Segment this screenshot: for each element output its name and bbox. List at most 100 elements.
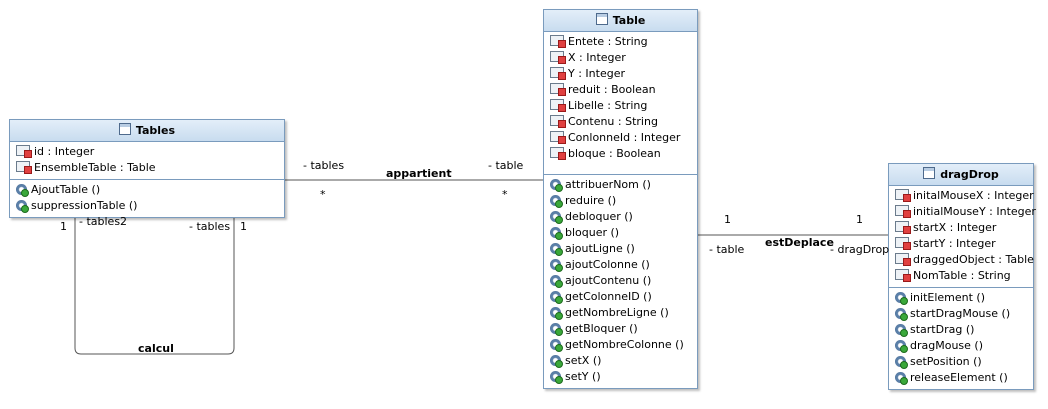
attribute-row[interactable]: EnsembleTable : Table [10,160,284,176]
operation-label: releaseElement () [910,371,1008,384]
operation-label: getNombreColonne () [565,338,684,351]
operation-row[interactable]: releaseElement () [889,370,1033,386]
attribute-row[interactable]: initalMouseX : Integer [889,188,1034,204]
class-tables[interactable]: Tables id : Integer EnsembleTable : Tabl… [9,119,285,218]
operation-row[interactable]: reduire () [544,193,697,209]
calcul-role-right: - tables [189,220,231,233]
estdeplace-name: estDeplace [765,236,834,249]
class-icon [118,123,131,135]
operation-row[interactable]: ajoutContenu () [544,273,697,289]
attribute-label: Libelle : String [568,99,648,112]
appartient-mult-left: * [320,188,326,201]
public-operation-icon [550,195,563,208]
operation-row[interactable]: getNombreLigne () [544,305,697,321]
attribute-label: EnsembleTable : Table [34,161,156,174]
public-operation-icon [550,323,563,336]
operation-row[interactable]: getNombreColonne () [544,337,697,353]
attribute-row[interactable]: ConlonneId : Integer [544,130,697,146]
operation-row[interactable]: ajoutColonne () [544,257,697,273]
public-operation-icon [895,340,908,353]
attribute-row[interactable]: reduit : Boolean [544,82,697,98]
public-operation-icon [550,259,563,272]
operation-label: setPosition () [910,355,982,368]
public-operation-icon [550,275,563,288]
operation-row[interactable]: setY () [544,369,697,385]
attribute-row[interactable]: Libelle : String [544,98,697,114]
class-table[interactable]: Table Entete : String X : Integer Y : In… [543,9,698,389]
operation-row[interactable]: setPosition () [889,354,1033,370]
operation-label: initElement () [910,291,986,304]
attribute-label: id : Integer [34,145,95,158]
attribute-label: Contenu : String [568,115,658,128]
operation-row[interactable]: startDrag () [889,322,1033,338]
estdeplace-role-right: - dragDrop [830,243,890,256]
appartient-role-left: - tables [303,159,345,172]
attribute-row[interactable]: id : Integer [10,144,284,160]
operation-row[interactable]: debloquer () [544,209,697,225]
public-operation-icon [550,355,563,368]
appartient-role-right: - table [488,159,524,172]
class-dragdrop[interactable]: dragDrop initalMouseX : Integer initialM… [888,163,1036,390]
operation-label: getNombreLigne () [565,306,669,319]
public-operation-icon [550,307,563,320]
attribute-row[interactable]: draggedObject : Table [889,252,1034,268]
private-attribute-icon [895,205,911,218]
operation-label: AjoutTable () [31,183,101,196]
class-dragdrop-attributes: initalMouseX : Integer initialMouseY : I… [889,186,1036,288]
attribute-label: ConlonneId : Integer [568,131,681,144]
operation-label: startDragMouse () [910,307,1011,320]
attribute-label: bloque : Boolean [568,147,661,160]
operation-row[interactable]: initElement () [889,290,1033,306]
class-dragdrop-header: dragDrop [889,164,1033,186]
attribute-row[interactable]: startX : Integer [889,220,1033,236]
attribute-label: reduit : Boolean [568,83,656,96]
operation-row[interactable]: suppressionTable () [10,198,284,214]
public-operation-icon [895,372,908,385]
public-operation-icon [550,339,563,352]
calcul-line[interactable] [74,208,235,355]
public-operation-icon [550,291,563,304]
private-attribute-icon [895,253,911,266]
private-attribute-icon [550,115,566,128]
attribute-row[interactable]: Contenu : String [544,114,697,130]
public-operation-icon [550,211,563,224]
operation-label: ajoutColonne () [565,258,650,271]
class-table-name: Table [612,14,646,27]
class-icon [595,13,608,25]
operation-row[interactable]: attribuerNom () [544,177,697,193]
calcul-mult-left: 1 [60,220,67,233]
operation-label: getColonneID () [565,290,652,303]
attribute-row[interactable]: X : Integer [544,50,697,66]
attribute-label: X : Integer [568,51,626,64]
operation-row[interactable]: dragMouse () [889,338,1033,354]
attribute-label: initalMouseX : Integer [913,189,1034,202]
class-dragdrop-operations: initElement () startDragMouse () startDr… [889,288,1033,389]
private-attribute-icon [895,237,911,250]
operation-row[interactable]: bloquer () [544,225,697,241]
attribute-row[interactable]: bloque : Boolean [544,146,697,162]
operation-row[interactable]: AjoutTable () [10,182,284,198]
attribute-row[interactable]: Entete : String [544,34,697,50]
class-dragdrop-name: dragDrop [940,168,999,181]
private-attribute-icon [895,269,911,282]
attribute-row[interactable]: Y : Integer [544,66,697,82]
attribute-row[interactable]: NomTable : String [889,268,1033,284]
private-attribute-icon [550,67,566,80]
operation-row[interactable]: setX () [544,353,697,369]
operation-row[interactable]: startDragMouse () [889,306,1033,322]
class-icon [923,167,936,179]
estdeplace-mult-right: 1 [856,213,863,226]
operation-row[interactable]: ajoutLigne () [544,241,697,257]
class-tables-name: Tables [135,124,176,137]
calcul-name: calcul [138,342,174,355]
attribute-label: startX : Integer [913,221,997,234]
private-attribute-icon [550,83,566,96]
operation-row[interactable]: getBloquer () [544,321,697,337]
private-attribute-icon [895,221,911,234]
operation-label: setY () [565,370,601,383]
operation-label: startDrag () [910,323,975,336]
operation-row[interactable]: getColonneID () [544,289,697,305]
public-operation-icon [550,179,563,192]
attribute-row[interactable]: initialMouseY : Integer [889,204,1036,220]
attribute-row[interactable]: startY : Integer [889,236,1033,252]
